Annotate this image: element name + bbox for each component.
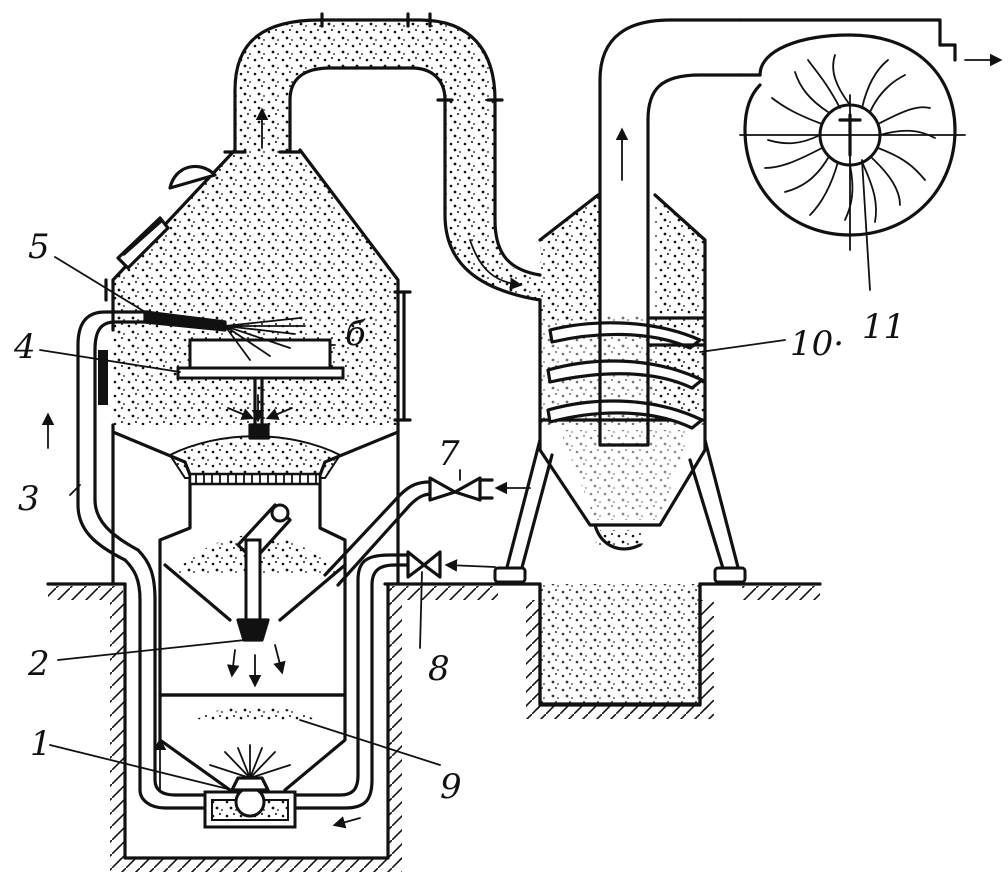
transport-duct bbox=[223, 12, 542, 302]
air-duct bbox=[41, 310, 207, 810]
label-part-10: 10· bbox=[790, 324, 844, 364]
label-part-9: 9 bbox=[440, 767, 462, 807]
leader-lines bbox=[39, 159, 871, 791]
label-part-6: б bbox=[345, 314, 366, 354]
return-duct bbox=[288, 553, 412, 829]
exhaust-fan bbox=[738, 18, 1003, 251]
valve-8 bbox=[406, 550, 496, 579]
label-part-4: 4 bbox=[13, 327, 36, 367]
spreader-arm bbox=[226, 503, 292, 688]
cyclone-separator bbox=[493, 18, 747, 584]
collection-bin bbox=[538, 582, 702, 706]
drying-chamber bbox=[104, 148, 412, 792]
label-part-8: 8 bbox=[428, 649, 450, 689]
label-part-2: 2 bbox=[27, 644, 50, 684]
fan-blades bbox=[764, 54, 936, 223]
label-part-3: 3 bbox=[18, 479, 40, 519]
valve-7 bbox=[428, 476, 531, 502]
spray-nozzle bbox=[143, 310, 306, 361]
callout-labels: 5 4 3 2 1 б 7 8 9 10· 11 bbox=[13, 227, 905, 807]
burner-unit bbox=[203, 744, 297, 829]
distributor-disk bbox=[176, 338, 345, 440]
label-part-11: 11 bbox=[862, 307, 905, 347]
label-part-7: 7 bbox=[438, 434, 460, 474]
label-part-1: 1 bbox=[30, 724, 52, 764]
label-part-5: 5 bbox=[28, 227, 50, 267]
ground bbox=[46, 582, 822, 872]
